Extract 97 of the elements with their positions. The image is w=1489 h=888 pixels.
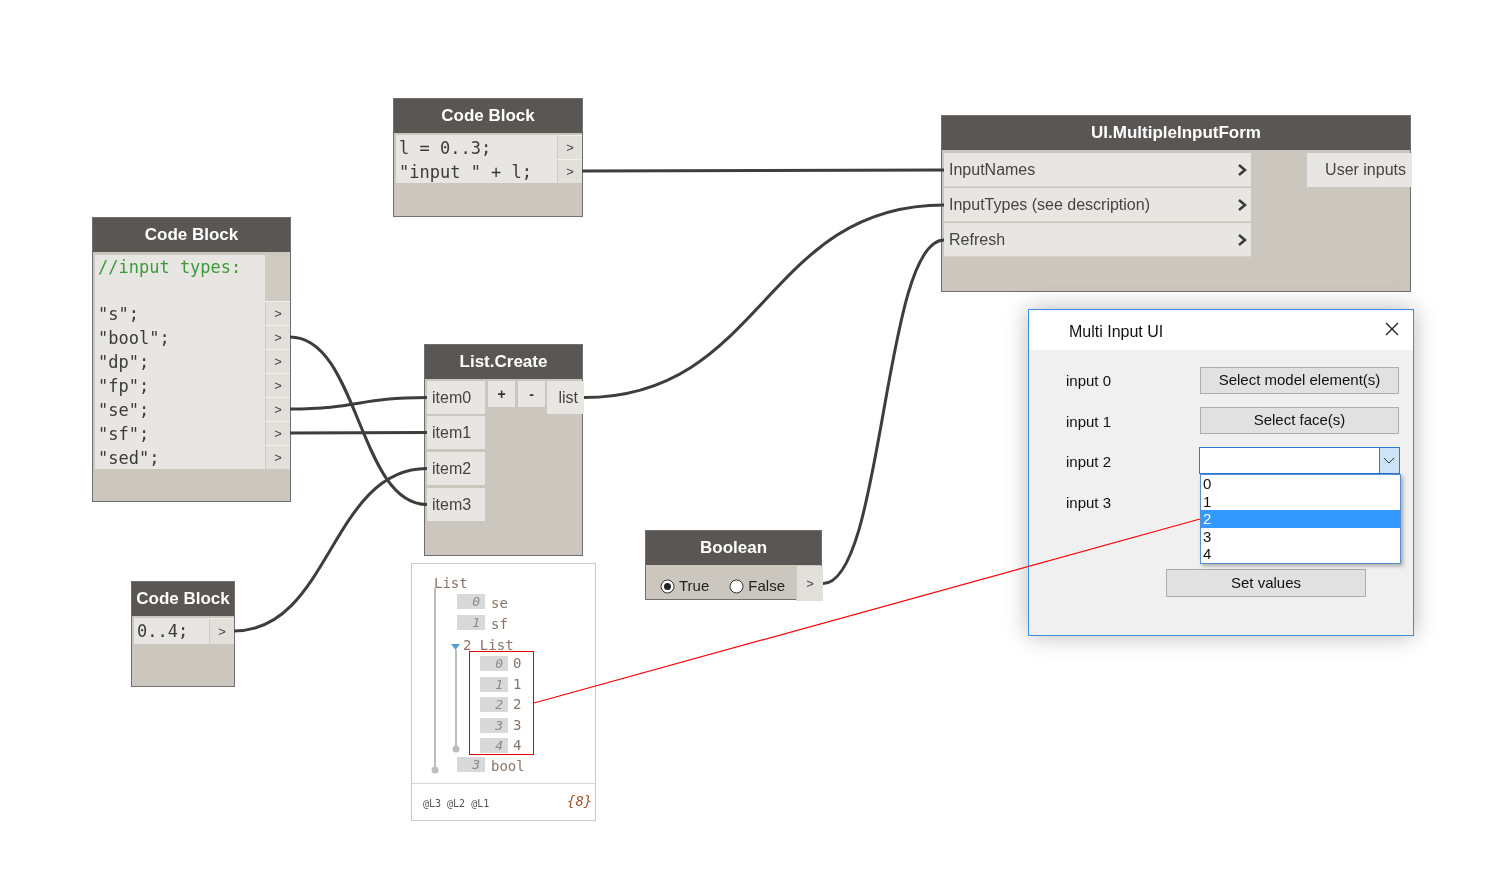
radio-label: False	[748, 576, 785, 596]
code-text: "bool";	[98, 327, 170, 350]
index-label: 3	[480, 717, 508, 733]
list-item-text: 0	[513, 656, 522, 671]
index-label: 3	[457, 757, 485, 772]
output-port: >	[265, 445, 290, 469]
code-text: "input " + l;	[399, 161, 533, 184]
radio-label: True	[679, 576, 710, 596]
list-item-text: 4	[513, 738, 522, 753]
graph-node	[941, 115, 1411, 292]
code-text: "sf";	[98, 423, 150, 446]
window-title: Multi Input UI	[1069, 322, 1165, 342]
code-line-row	[95, 445, 290, 469]
dropdown-list	[1200, 474, 1401, 564]
node-title: UI.MultipleInputForm	[1091, 122, 1261, 145]
output-port: >	[265, 349, 290, 373]
level-label: @L3 @L2 @L1	[423, 797, 490, 811]
list-item-text: 3	[513, 717, 522, 733]
input-port: InputNames	[944, 153, 1251, 187]
input-port: item0	[427, 381, 485, 414]
output-port: >	[796, 566, 823, 601]
list-item-text: 1	[513, 676, 522, 692]
dialog-window	[1028, 309, 1414, 636]
code-text: "fp";	[98, 375, 150, 398]
code-line-row	[396, 159, 582, 183]
field-label: input 0	[1066, 371, 1113, 390]
add-remove-button: +	[488, 381, 515, 407]
code-text: "s";	[98, 303, 139, 326]
code-line-row	[95, 255, 290, 301]
list-item-text: sf	[491, 615, 508, 634]
wire-connector	[290, 431, 427, 435]
node-title: Code Block	[144, 224, 239, 247]
wire-connector	[582, 168, 944, 173]
output-port: >	[265, 373, 290, 397]
wire-connector	[583, 203, 945, 399]
code-line-row	[396, 135, 582, 159]
code-text: "se";	[98, 399, 150, 422]
list-item: 3	[1202, 527, 1213, 545]
input-port: InputTypes (see description)	[944, 188, 1251, 222]
output-port: User inputs	[1307, 153, 1412, 187]
list-item-text: se	[491, 594, 508, 613]
code-line-row	[134, 618, 234, 644]
output-port: >	[557, 159, 582, 183]
graph-node	[92, 217, 291, 502]
output-port: >	[265, 325, 290, 349]
node-title: List.Create	[459, 351, 548, 374]
wire-connector	[289, 335, 428, 506]
input-port: item2	[427, 452, 485, 485]
list-item: 0	[1202, 475, 1213, 493]
index-label: 0	[457, 594, 485, 609]
output-port: >	[557, 135, 582, 159]
index-label: 2	[480, 697, 508, 712]
code-text: "sed";	[98, 447, 160, 470]
add-remove-button: -	[518, 381, 545, 407]
code-text: 0..4;	[137, 620, 189, 643]
selected-list-item: 2	[1201, 510, 1400, 528]
code-text: l = 0..3;	[399, 137, 492, 160]
output-port: >	[265, 397, 290, 421]
wire-connector	[822, 238, 945, 585]
input-port: item3	[427, 488, 485, 521]
node-title: Code Block	[441, 105, 535, 128]
output-port: >	[265, 301, 290, 325]
field-label: input 2	[1066, 452, 1113, 471]
leader-line	[533, 518, 1201, 704]
watch-preview-panel	[411, 563, 596, 821]
index-label: 4	[480, 738, 508, 753]
node-title: Boolean	[699, 537, 768, 560]
graph-node	[424, 344, 583, 556]
list-item-text: bool	[491, 757, 525, 776]
index-label: 0	[480, 656, 508, 671]
index-label: 1	[457, 615, 485, 630]
list-item-text: 2	[513, 697, 522, 712]
list-item-text: 2 List	[463, 636, 514, 655]
list-item-text: List	[434, 574, 468, 593]
field-label: input 1	[1066, 412, 1113, 431]
output-port: >	[209, 618, 234, 644]
wire-connector	[233, 467, 428, 633]
field-label: input 3	[1066, 493, 1113, 512]
graph-node	[645, 530, 822, 600]
code-text: "dp";	[98, 351, 150, 374]
code-comment: //input types:	[98, 256, 242, 279]
output-port: >	[265, 421, 290, 445]
wire-connector	[289, 396, 428, 411]
list-item: 1	[1202, 492, 1213, 510]
graph-node	[393, 98, 583, 217]
dialog-button: Select face(s)	[1200, 407, 1399, 434]
highlight-box	[469, 651, 534, 755]
input-port: item1	[427, 416, 485, 449]
dialog-button: Select model element(s)	[1200, 367, 1399, 394]
graph-node	[131, 581, 235, 687]
dialog-button: Set values	[1166, 569, 1366, 597]
output-port: list	[547, 381, 584, 414]
index-label: 1	[480, 676, 508, 692]
list-item: 4	[1202, 545, 1213, 563]
input-port: Refresh	[944, 223, 1251, 257]
count-label: {8}	[567, 792, 593, 811]
node-title: Code Block	[136, 588, 230, 611]
